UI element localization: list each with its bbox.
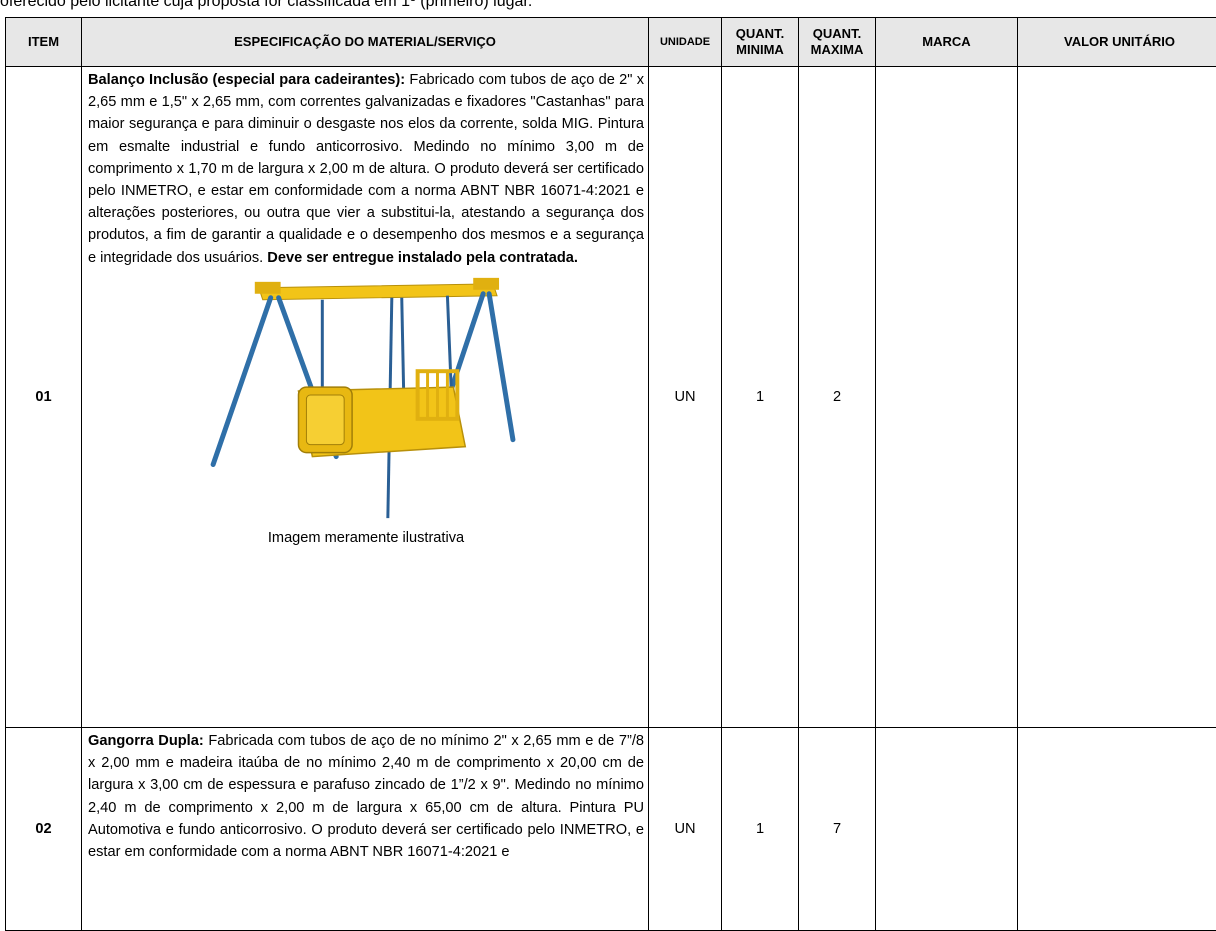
item-qmin: 1 (722, 728, 799, 931)
item-brand (876, 728, 1018, 931)
item-unit-value (1018, 728, 1216, 931)
header-item: ITEM (6, 18, 82, 67)
table-row: 02 Gangorra Dupla: Fabricada com tubos d… (6, 728, 1216, 931)
item-qmin: 1 (722, 67, 799, 728)
item-qmax: 2 (799, 67, 876, 728)
item-title: Gangorra Dupla: (88, 733, 204, 749)
item-specification: Gangorra Dupla: Fabricada com tubos de a… (82, 728, 649, 931)
spec-text: Gangorra Dupla: Fabricada com tubos de a… (88, 730, 644, 863)
item-unit-value (1018, 67, 1216, 728)
table-row: 01 Balanço Inclusão (especial para cadei… (6, 67, 1216, 728)
material-spec-table: ITEM ESPECIFICAÇÃO DO MATERIAL/SERVIÇO U… (5, 17, 1216, 931)
item-installation-note: Deve ser entregue instalado pela contrat… (267, 250, 578, 266)
item-number: 01 (6, 67, 82, 728)
intro-text: oferecido pelo licitante cuja proposta f… (0, 0, 1216, 13)
item-description: Fabricado com tubos de aço de 2" x 2,65 … (88, 72, 644, 266)
item-description: Fabricada com tubos de aço de no mínimo … (88, 733, 644, 860)
item-qmax: 7 (799, 728, 876, 931)
header-unit: UNIDADE (649, 18, 722, 67)
header-spec: ESPECIFICAÇÃO DO MATERIAL/SERVIÇO (82, 18, 649, 67)
swing-frame (255, 278, 499, 300)
header-qmax: QUANT. MAXIMA (799, 18, 876, 67)
table-header-row: ITEM ESPECIFICAÇÃO DO MATERIAL/SERVIÇO U… (6, 18, 1216, 67)
spec-text: Balanço Inclusão (especial para cadeiran… (88, 69, 644, 269)
item-number: 02 (6, 728, 82, 931)
image-caption: Imagem meramente ilustrativa (88, 527, 644, 549)
inclusive-swing-illustration (88, 275, 644, 521)
item-title: Balanço Inclusão (especial para cadeiran… (88, 72, 405, 88)
header-qmin: QUANT. MINIMA (722, 18, 799, 67)
header-brand: MARCA (876, 18, 1018, 67)
item-unit: UN (649, 728, 722, 931)
item-unit: UN (649, 67, 722, 728)
header-unit-value: VALOR UNITÁRIO (1018, 18, 1216, 67)
item-specification: Balanço Inclusão (especial para cadeiran… (82, 67, 649, 728)
item-brand (876, 67, 1018, 728)
